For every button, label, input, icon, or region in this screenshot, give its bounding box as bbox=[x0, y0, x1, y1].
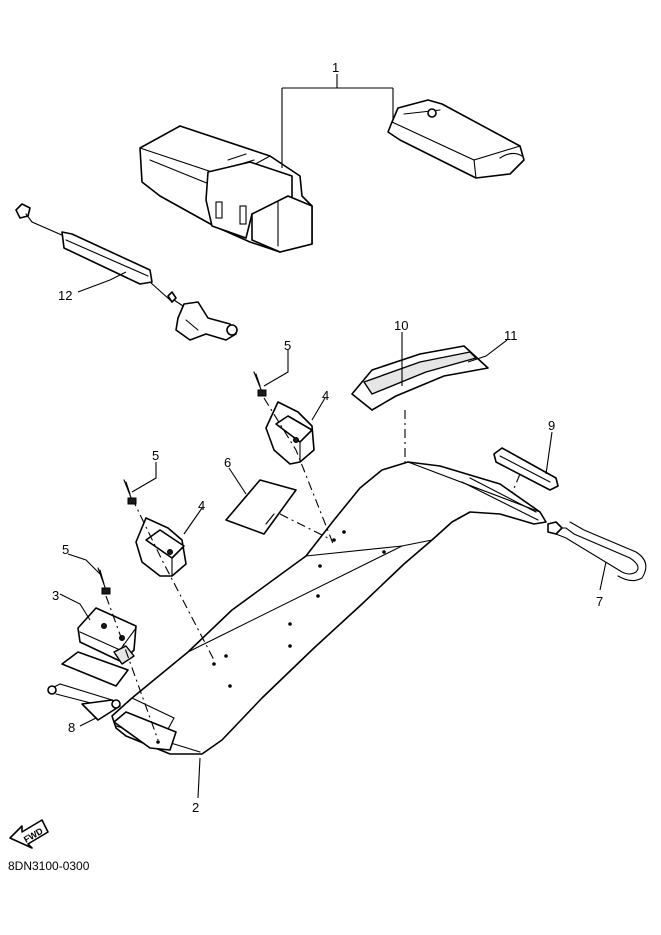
callout-9: 9 bbox=[548, 418, 555, 433]
leader-lines bbox=[59, 74, 607, 799]
callout-5-lower: 5 bbox=[62, 542, 69, 557]
rear-fender bbox=[111, 461, 547, 755]
callout-5-upper: 5 bbox=[284, 338, 291, 353]
plate bbox=[77, 607, 137, 665]
stay-wire bbox=[547, 521, 647, 582]
callout-12: 12 bbox=[58, 288, 72, 303]
screw-middle bbox=[123, 479, 137, 505]
label-sticker bbox=[225, 479, 333, 541]
bracket-lower-axis bbox=[131, 497, 215, 661]
callout-1: 1 bbox=[332, 60, 339, 75]
callout-6: 6 bbox=[224, 455, 231, 470]
tool-kit-case bbox=[139, 125, 313, 253]
screw-lower bbox=[97, 567, 111, 595]
callout-10: 10 bbox=[394, 318, 408, 333]
callout-8: 8 bbox=[68, 720, 75, 735]
gasket-pin bbox=[47, 651, 129, 721]
callout-2: 2 bbox=[192, 800, 199, 815]
callout-3: 3 bbox=[52, 588, 59, 603]
diagram-code: 8DN3100-0300 bbox=[8, 859, 90, 873]
tool-kit-bag bbox=[387, 99, 525, 179]
screw-upper bbox=[253, 371, 267, 397]
bracket-lower bbox=[135, 517, 187, 577]
plate-axis bbox=[105, 595, 159, 741]
helmet-cable bbox=[15, 203, 238, 341]
callout-4-upper: 4 bbox=[322, 388, 329, 403]
callout-5-middle: 5 bbox=[152, 448, 159, 463]
collar bbox=[493, 447, 559, 491]
callout-4-lower: 4 bbox=[198, 498, 205, 513]
callout-numbers: 1 2 3 4 4 5 5 5 6 7 8 9 10 11 12 bbox=[52, 60, 603, 815]
bracket-upper bbox=[265, 401, 315, 465]
fwd-arrow-icon: FWD bbox=[9, 819, 49, 849]
bracket-upper-axis bbox=[263, 397, 335, 547]
callout-7: 7 bbox=[596, 594, 603, 609]
callout-11: 11 bbox=[504, 328, 518, 343]
damper-strap bbox=[351, 345, 489, 411]
